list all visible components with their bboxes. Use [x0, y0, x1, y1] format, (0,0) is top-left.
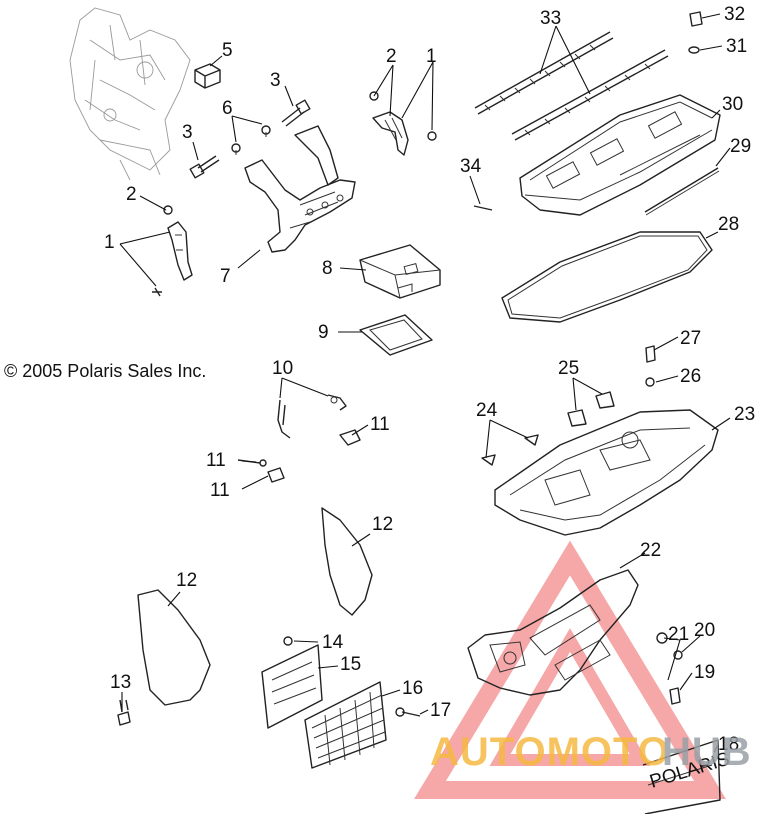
leader-lines: [119, 13, 731, 753]
callout-15: 15: [340, 654, 361, 675]
callout-6: 7: [220, 266, 231, 287]
callout-21: 21: [668, 624, 689, 645]
copyright-text: © 2005 Polaris Sales Inc.: [4, 361, 206, 381]
callout-28: 28: [718, 214, 739, 235]
callout-27: 27: [680, 328, 701, 349]
part-30-console: [519, 94, 721, 216]
watermark-word-b: HUB: [662, 730, 752, 774]
part-28-seal: [501, 231, 713, 323]
callout-1-left: 1: [104, 232, 115, 253]
part-18-plate: [642, 739, 721, 814]
watermark-word-a: AUTOMOTO: [430, 730, 670, 774]
callout-3-lower: 3: [182, 122, 193, 143]
part-10-11-fasteners: [237, 429, 361, 483]
part-15-panel: [261, 644, 323, 729]
part-12-panels: [137, 507, 373, 706]
callout-13: 13: [110, 672, 131, 693]
part-5-nuts: [231, 125, 271, 155]
callout-22: 22: [640, 540, 661, 561]
part-29-strip: [644, 167, 720, 216]
callout-3-upper: 3: [270, 70, 281, 91]
part-34-pin: [473, 205, 493, 211]
callout-7: 8: [322, 258, 333, 279]
watermark: AUTOMOTO HUB: [430, 730, 752, 774]
callout-19: 19: [694, 662, 715, 683]
callout-23: 23: [734, 404, 755, 425]
callout-8: 9: [318, 322, 329, 343]
callout-24: 24: [476, 400, 498, 421]
callout-34: 34: [460, 156, 482, 177]
part-17-screw: [395, 707, 421, 717]
callout-20: 20: [694, 620, 715, 641]
callout-10: 11: [206, 450, 226, 471]
part-26-27-bolt: [645, 345, 656, 387]
part-31-32-clips: [688, 11, 703, 54]
callout-33: 33: [540, 8, 561, 29]
callout-11-right: 11: [370, 414, 390, 435]
part-1-2-bracket-left: [152, 205, 193, 297]
callout-17: 17: [430, 700, 451, 721]
part-25-mounts: [567, 391, 615, 427]
part-3-bolts: [189, 99, 311, 179]
callout-25: 25: [558, 358, 579, 379]
callout-4: 5: [222, 40, 233, 61]
callout-26: 26: [680, 366, 701, 387]
part-24-clips: [481, 434, 539, 466]
callout-5: 6: [222, 98, 233, 119]
callout-12-right: 12: [372, 514, 393, 535]
part-9-harness: [277, 394, 347, 439]
callout-9: 10: [272, 358, 293, 379]
callout-14: 14: [322, 632, 344, 653]
frame-ghost: [69, 7, 191, 181]
callout-2-left: 2: [126, 184, 137, 205]
part-7-module: [359, 244, 441, 299]
callout-labels: 5 3 3 6 2 1 7 2 1 8 9 © 2005 Polaris Sal…: [4, 4, 755, 755]
callout-30: 30: [722, 94, 743, 115]
part-6-frame: [244, 125, 356, 253]
part-13-bolt: [117, 699, 131, 726]
callout-29: 29: [730, 136, 751, 157]
part-4-block: [194, 63, 221, 89]
part-14-screw: [283, 636, 293, 646]
part-1-2-bracket-center: [369, 91, 437, 156]
callout-16: 16: [402, 678, 423, 699]
watermark-triangle: [414, 540, 726, 799]
callout-32: 32: [724, 4, 745, 25]
callout-18: 18: [718, 734, 739, 755]
callout-11-left: 11: [210, 480, 230, 501]
callout-1-center: 1: [426, 46, 437, 67]
part-8-gasket: [359, 314, 433, 356]
callout-2-center: 2: [386, 46, 397, 67]
callout-31: 31: [726, 36, 747, 57]
callout-12-left: 12: [176, 570, 197, 591]
part-22-bumper: [467, 569, 639, 696]
part-16-grille: [304, 681, 387, 769]
part-33-strips: [474, 31, 669, 141]
part-23-tray: [494, 409, 719, 536]
